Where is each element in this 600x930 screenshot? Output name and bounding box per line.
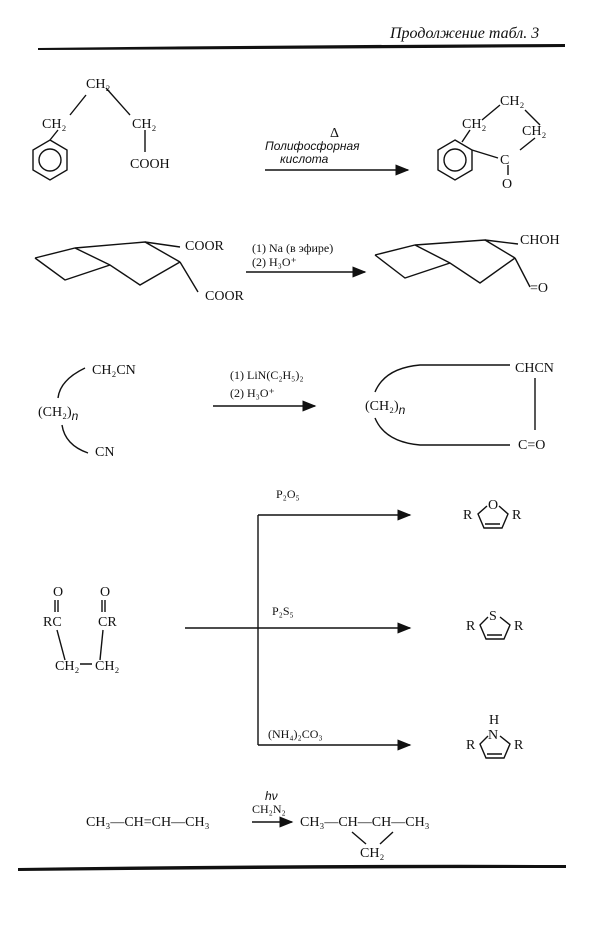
product-ch2-a: CH₂ — [462, 117, 486, 132]
reagent-p2o5: P₂O₅ — [276, 487, 300, 501]
product-carbonyl: C=O — [518, 438, 545, 453]
reactant-cooh: COOH — [130, 157, 170, 172]
reactant-ch2-left: CH₂ — [42, 117, 66, 132]
reaction-2: COOR COOR (1) Na (в эфире) (2) H₃O⁺ CHOH… — [34, 233, 560, 304]
svg-text:R: R — [466, 738, 476, 753]
table-continuation-header: Продолжение табл. 3 — [389, 25, 539, 42]
reaction-5: CH₃—CH=CH—CH₃ hν CH₂N₂ CH₃—CH—CH—CH₃ CH₂ — [86, 789, 430, 861]
bottom-rule — [18, 864, 566, 871]
diketone-rc1: RC — [43, 615, 62, 630]
reactant-coor-1: COOR — [185, 239, 225, 254]
reactant-ch2cn: CH₂CN — [92, 363, 136, 378]
reagent-line-2: (2) H₃O⁺ — [252, 255, 297, 269]
reaction-1: CH₂ CH₂ CH₂ COOH Δ Полифосфорная кислота… — [32, 77, 546, 192]
product-chain: (CH₂)n — [365, 399, 406, 417]
reactant-cn: CN — [95, 445, 114, 460]
diketone-ch2-2: CH₂ — [95, 659, 119, 674]
benzene-ring — [32, 139, 68, 181]
reactant-2-butene: CH₃—CH=CH—CH₃ — [86, 815, 210, 830]
reagent-line-1: (1) Na (в эфире) — [252, 241, 333, 255]
product-ring-bonds — [374, 364, 536, 446]
product-carbonyl: =O — [530, 281, 548, 296]
product-chain: CH₃—CH—CH—CH₃ — [300, 815, 430, 830]
diketone-o2: O — [100, 585, 110, 600]
diketone-ch2-1: CH₂ — [55, 659, 79, 674]
product-ch2-bridge: CH₂ — [360, 846, 384, 861]
thiophene-product: S R R — [466, 609, 524, 640]
product-carbonyl-c: C — [500, 153, 509, 168]
svg-text:R: R — [463, 508, 473, 523]
svg-text:R: R — [514, 738, 524, 753]
pyrrole-product: H N R R — [466, 713, 524, 759]
product-carbonyl-o: O — [502, 177, 512, 192]
svg-text:H: H — [489, 713, 499, 728]
reagent-hv: hν — [265, 789, 278, 803]
reagent-nh4-2co3: (NH₄)₂CO₃ — [268, 727, 323, 741]
reactant-coor-2: COOR — [205, 289, 245, 304]
reagent-line-1: (1) LiN(C₂H₅)₂ — [230, 368, 304, 382]
reagent-ch2n2: CH₂N₂ — [252, 802, 286, 816]
reactant-ch2-right: CH₂ — [132, 117, 156, 132]
top-rule — [38, 44, 565, 50]
heat-symbol: Δ — [330, 126, 339, 141]
reagent-p2s5: P₂S₅ — [272, 604, 294, 618]
diketone-o1: O — [53, 585, 63, 600]
reaction-3: CH₂CN (CH₂)n CN (1) LiN(C₂H₅)₂ (2) H₃O⁺ … — [38, 361, 554, 460]
svg-text:R: R — [466, 619, 476, 634]
svg-text:S: S — [489, 609, 497, 624]
cyclohexane-chair — [34, 241, 199, 293]
chain-arc — [57, 367, 89, 454]
reaction-4: O O RC CR CH₂ CH₂ P₂O₅ P₂S₅ (NH₄)₂CO₃ O … — [43, 487, 524, 759]
product-choh: CHOH — [520, 233, 560, 248]
reactant-chain: (CH₂)n — [38, 405, 79, 423]
reagent-line-2: (2) H₃O⁺ — [230, 386, 275, 400]
product-chcn: CHCN — [515, 361, 554, 376]
reactant-ch2-top: CH₂ — [86, 77, 110, 92]
product-cyclohexane-chair — [374, 239, 531, 288]
product-ch2-c: CH₂ — [522, 124, 546, 139]
product-ch2-b: CH₂ — [500, 94, 524, 109]
svg-text:N: N — [488, 728, 498, 743]
furan-product: O R R — [463, 498, 522, 529]
reagent-line-2: кислота — [280, 152, 329, 166]
svg-text:O: O — [488, 498, 498, 513]
reagent-line-1: Полифосфорная — [265, 139, 360, 153]
svg-text:R: R — [514, 619, 524, 634]
product-benzene-ring — [437, 139, 473, 181]
diketone-rc2: CR — [98, 615, 117, 630]
svg-text:R: R — [512, 508, 522, 523]
